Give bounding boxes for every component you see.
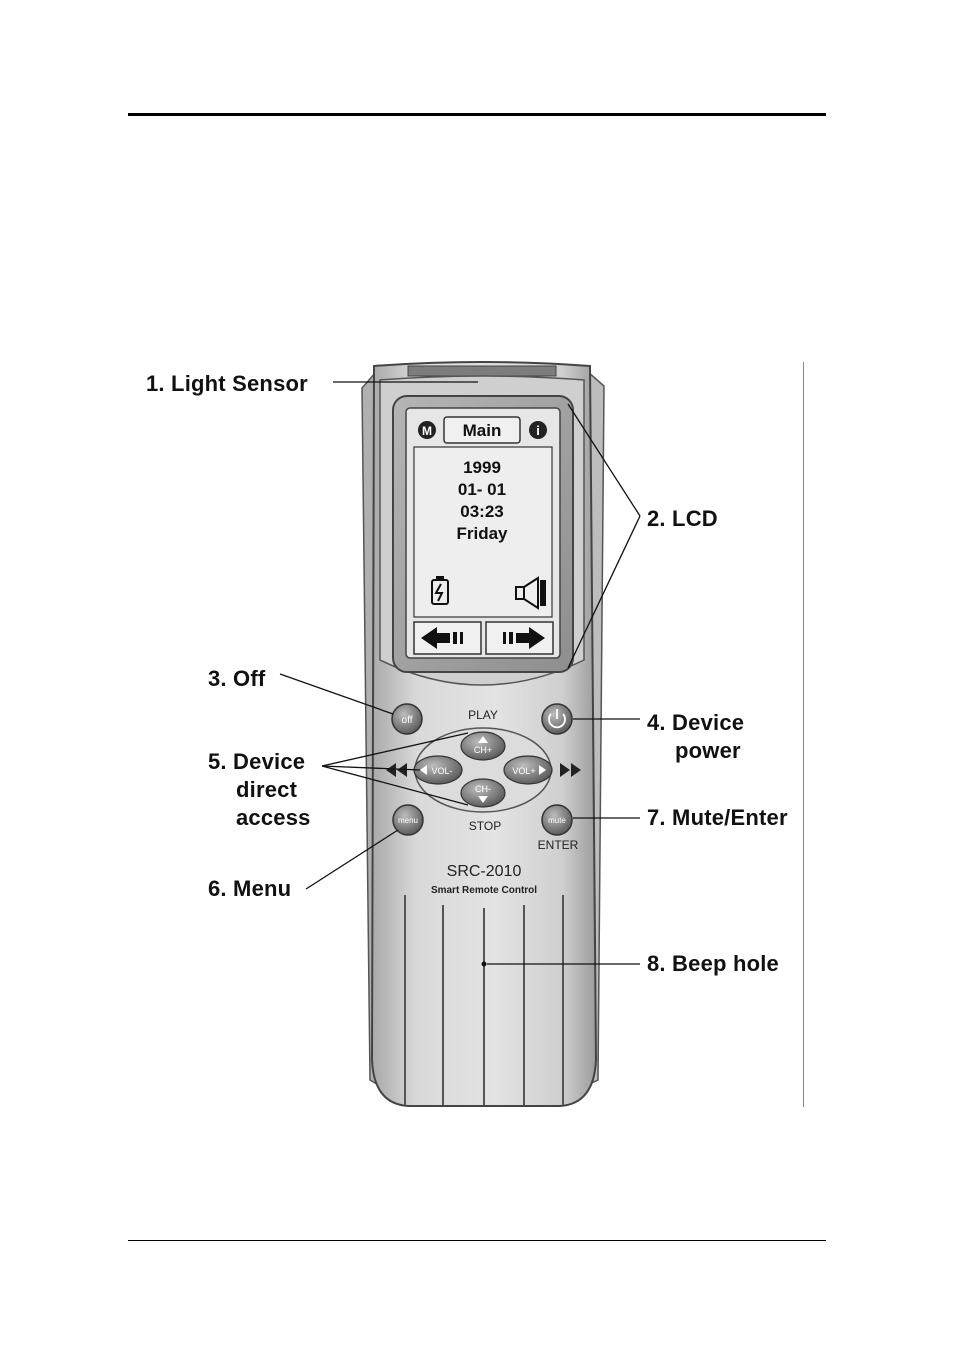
callout-lcd: 2. LCD [647, 506, 718, 531]
menu-button-label: menu [398, 816, 418, 825]
left-arrow-icon [421, 627, 463, 649]
lcd-time: 03:23 [460, 502, 503, 521]
lcd-day: Friday [456, 524, 508, 543]
left-small-arrow-icon [420, 765, 427, 775]
off-button[interactable] [391, 703, 423, 735]
right-small-arrow-icon [539, 765, 546, 775]
model-subtitle: Smart Remote Control [431, 885, 537, 896]
sensor-strip [407, 365, 557, 377]
menu-button[interactable] [392, 804, 424, 836]
off-button-label: off [402, 715, 413, 726]
callout-menu: 6. Menu [208, 876, 292, 901]
down-arrow-icon [478, 796, 488, 803]
callout-device-access-2: direct [236, 777, 298, 802]
callout-off: 3. Off [208, 666, 266, 691]
model-name: SRC-2010 [447, 863, 522, 880]
mute-enter-button[interactable] [541, 804, 573, 836]
callout-device-access-1: 5. Device [208, 749, 306, 774]
beep-hole [481, 961, 487, 967]
speaker-grille [404, 895, 564, 1105]
fast-forward-icon [560, 763, 581, 777]
rewind-icon [386, 763, 407, 777]
callout-device-power-2: power [675, 738, 741, 763]
bottom-rule [128, 1240, 826, 1241]
lcd-date: 01- 01 [458, 480, 506, 499]
play-label: PLAY [468, 708, 498, 722]
ch-up-button[interactable] [460, 731, 506, 761]
vol-up-label: VOL+ [512, 766, 535, 776]
callout-device-power-1: 4. Device [647, 710, 745, 735]
svg-text:i: i [536, 423, 540, 438]
ch-up-label: CH+ [474, 745, 492, 755]
mode-icon[interactable] [418, 421, 436, 439]
lcd-content [413, 446, 553, 618]
right-margin-line [803, 362, 804, 1107]
stop-label: STOP [469, 819, 501, 833]
enter-label: ENTER [538, 838, 579, 852]
speaker-icon [515, 576, 546, 610]
callout-light-sensor: 1. Light Sensor [146, 371, 308, 396]
leader-lines [279, 381, 641, 965]
lcd-tab-label: Main [463, 421, 502, 440]
top-rule [128, 113, 826, 116]
battery-icon [431, 576, 449, 605]
up-arrow-icon [478, 736, 488, 743]
lcd-tab-main[interactable] [443, 416, 521, 444]
callout-device-access-3: access [236, 805, 311, 830]
callout-beep-hole: 8. Beep hole [647, 951, 779, 976]
svg-text:M: M [422, 424, 432, 438]
right-arrow-icon [503, 627, 545, 649]
mute-button-label: mute [548, 816, 566, 825]
ch-down-label: CH- [475, 784, 491, 794]
vol-down-label: VOL- [431, 766, 452, 776]
power-icon [548, 709, 566, 729]
vol-up-button[interactable] [503, 755, 553, 785]
callout-mute-enter: 7. Mute/Enter [647, 805, 788, 830]
lcd-year: 1999 [463, 458, 501, 477]
ch-down-button[interactable] [460, 778, 506, 808]
info-icon[interactable] [529, 421, 547, 439]
